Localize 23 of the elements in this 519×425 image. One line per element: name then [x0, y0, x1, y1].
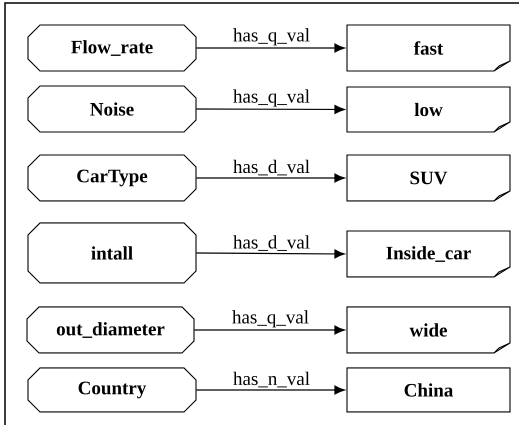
arrow — [196, 44, 345, 52]
value-box: China — [346, 367, 511, 413]
arrow — [196, 385, 345, 394]
edge-label: has_q_val — [232, 88, 312, 108]
octagon-node: Country — [27, 367, 197, 413]
arrow — [196, 104, 345, 114]
note-box: SUV — [346, 154, 511, 202]
arrow — [196, 249, 345, 258]
octagon-node: Flow_rate — [27, 24, 197, 72]
edge-label: has_d_val — [232, 234, 312, 252]
octagon-node: out_diameter — [26, 306, 195, 354]
edge-label: has_q_val — [232, 27, 312, 46]
edge-label: has_q_val — [230, 309, 310, 328]
note-box: Inside_car — [346, 230, 511, 278]
edge-label: has_d_val — [232, 158, 312, 176]
note-box: wide — [346, 306, 511, 354]
octagon-node: CarType — [27, 154, 197, 202]
arrow — [196, 174, 345, 182]
note-box: fast — [346, 24, 511, 72]
note-box: low — [346, 86, 511, 133]
edge-label: has_n_val — [232, 370, 312, 388]
arrow — [194, 325, 345, 334]
octagon-node: Noise — [27, 85, 197, 133]
